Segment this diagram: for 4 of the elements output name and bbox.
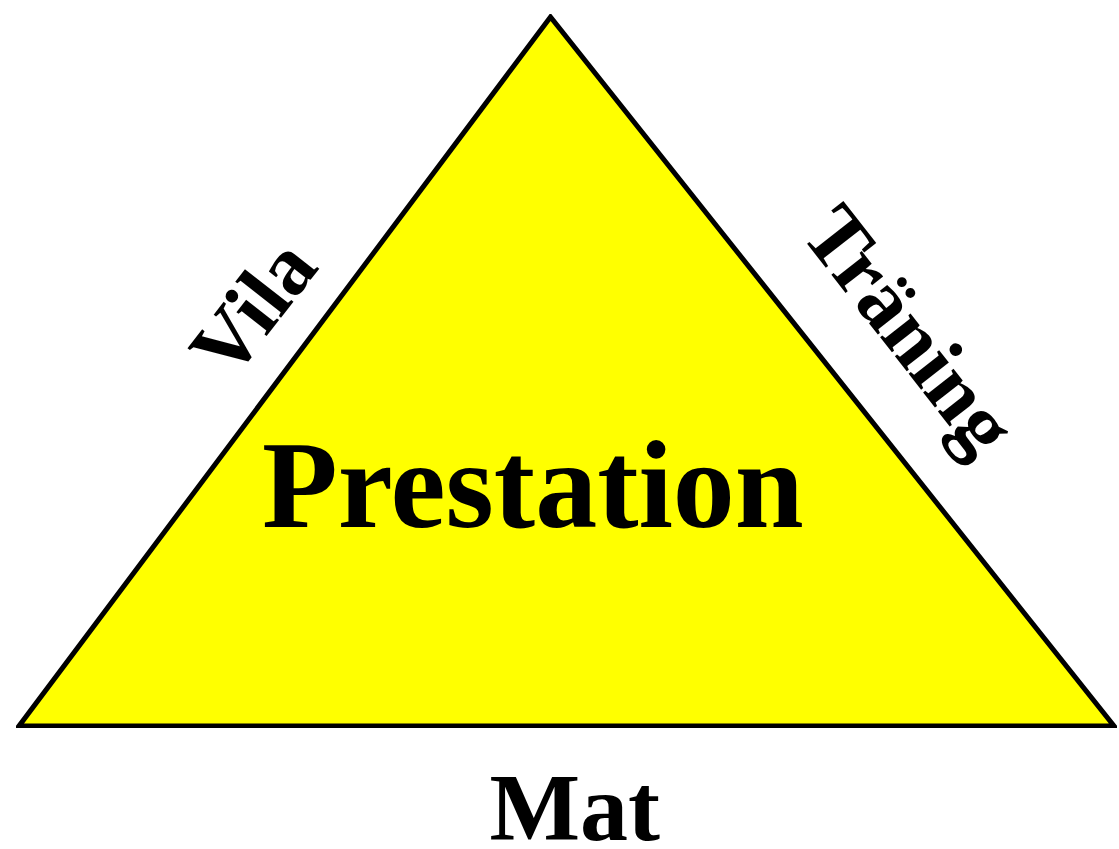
side-label: Vila (175, 224, 332, 392)
triangle-label: Prestation (262, 424, 804, 548)
side-label: Mat (489, 760, 661, 849)
triangle-shape (16, 14, 1117, 728)
